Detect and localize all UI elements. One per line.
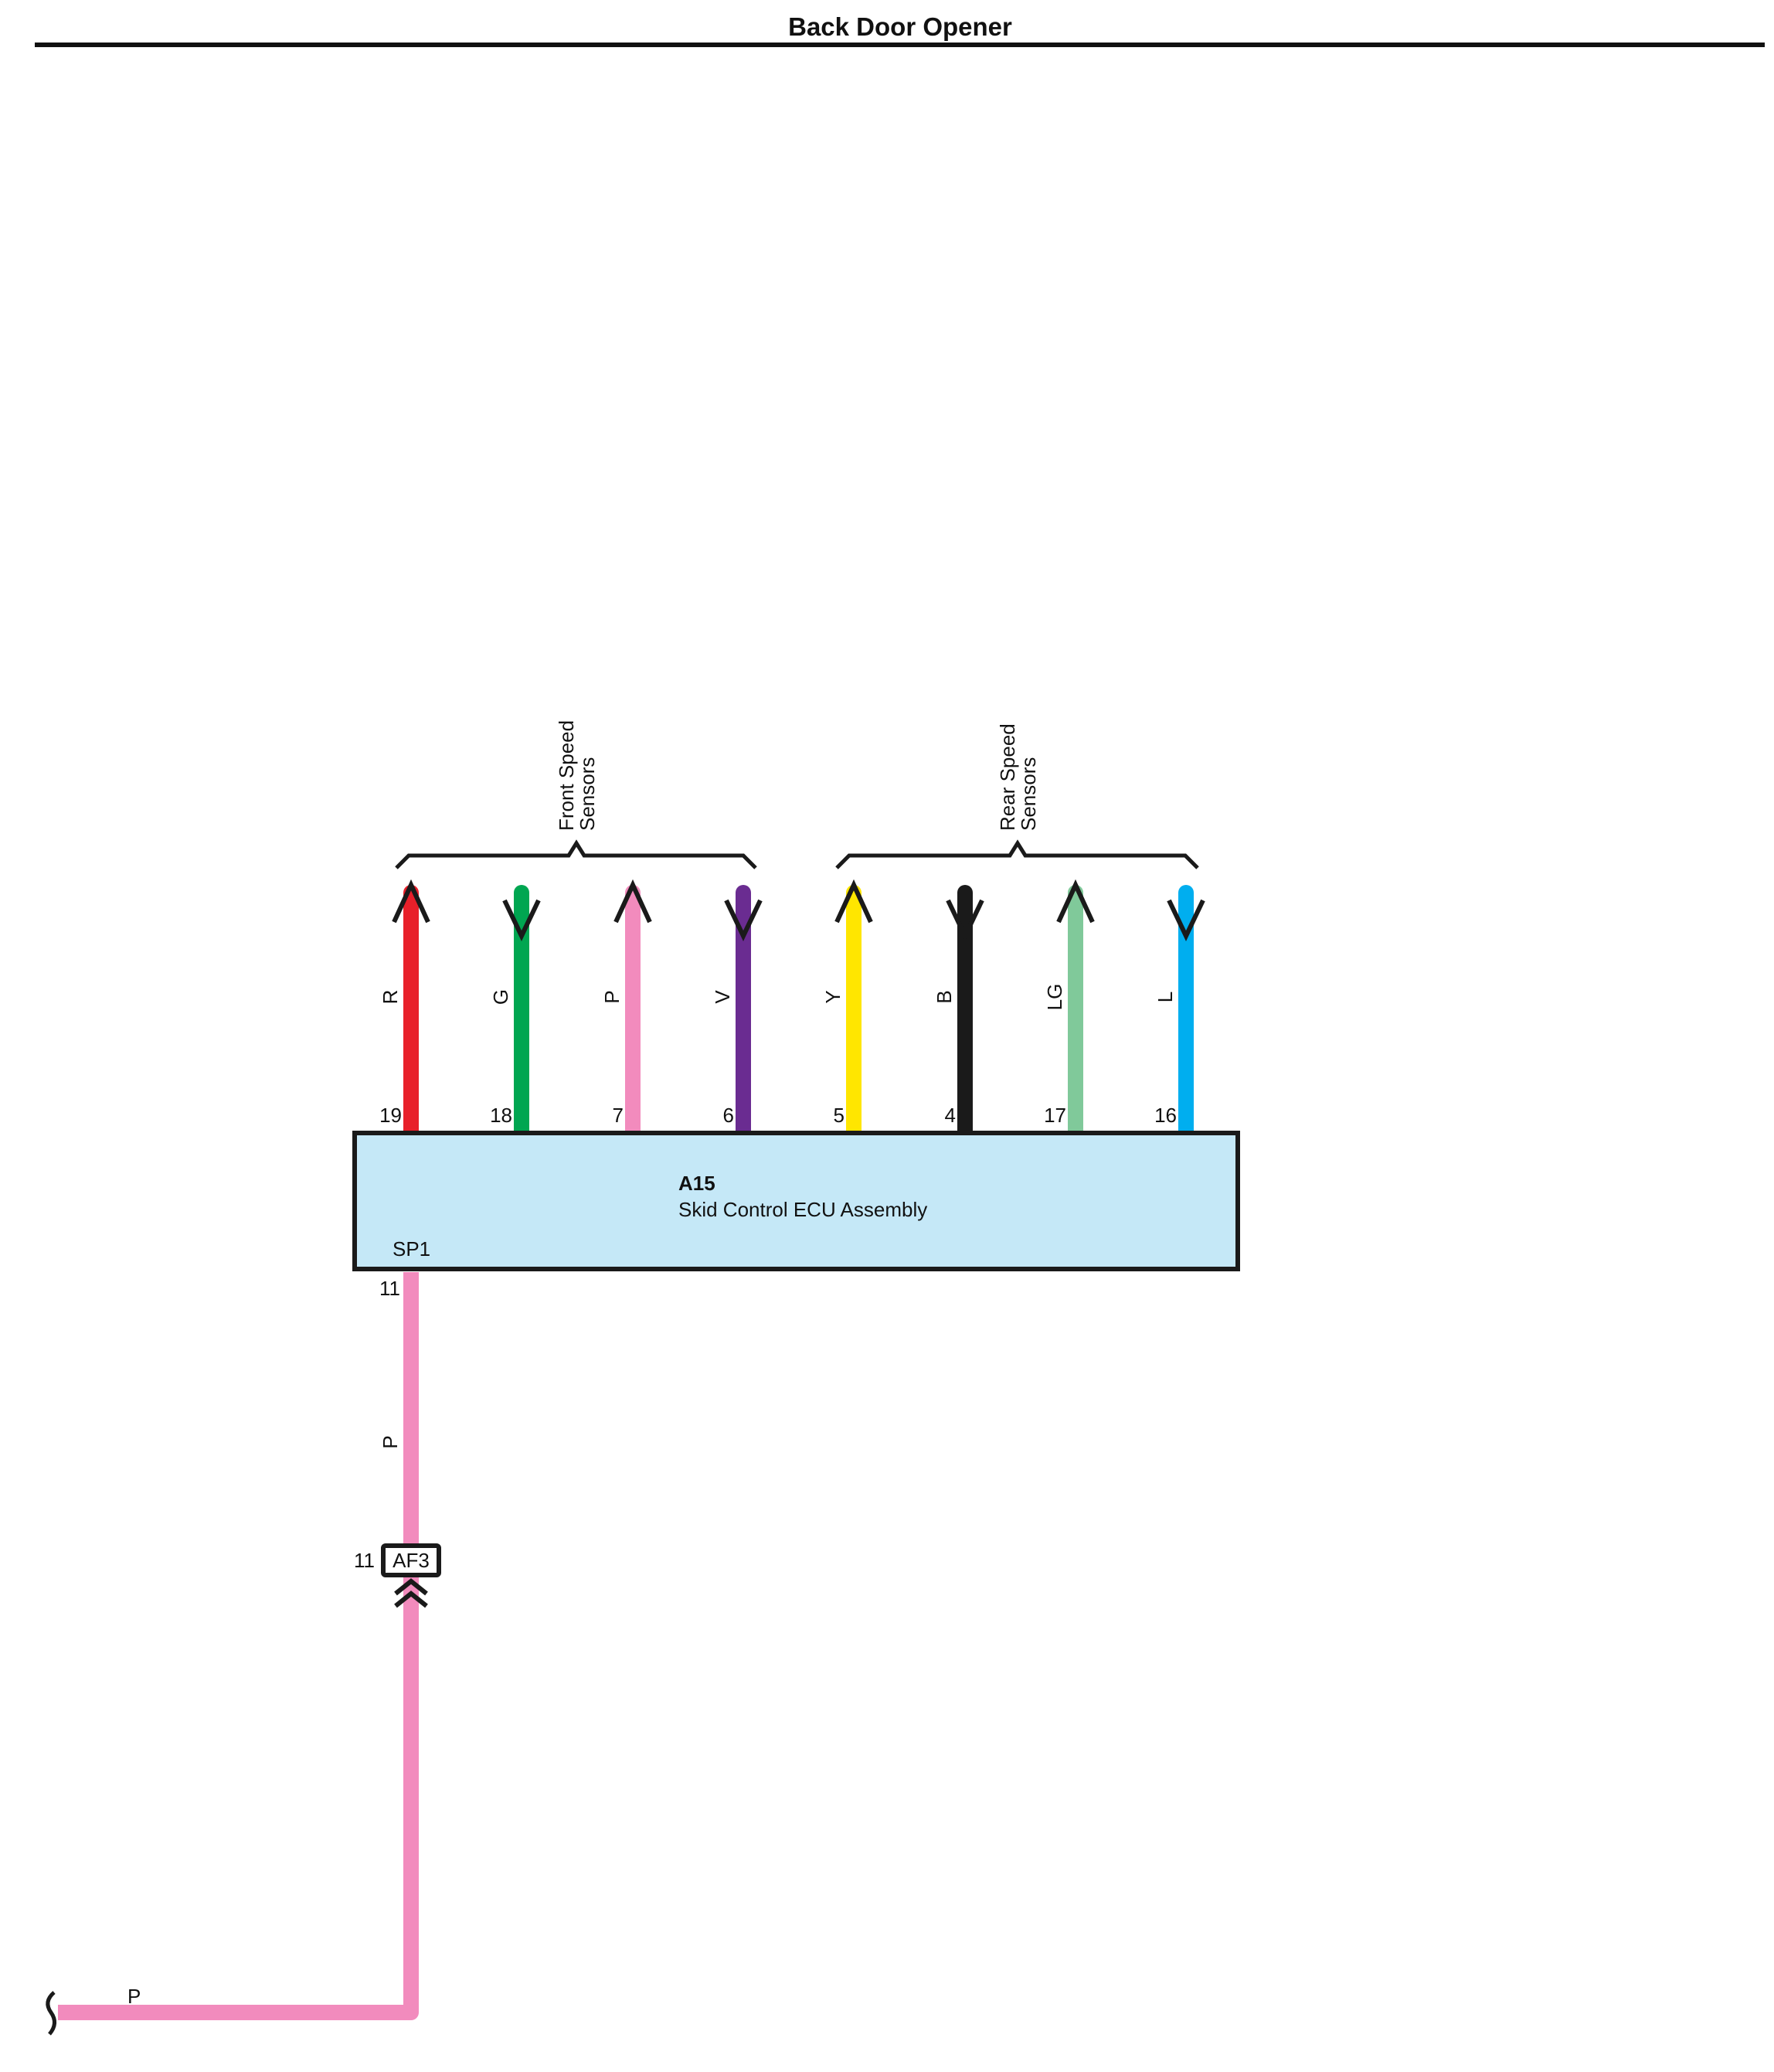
arrow-up-icon xyxy=(613,879,652,924)
wire-pin: 16 xyxy=(1154,1104,1177,1127)
connector-af3 xyxy=(381,1543,441,1577)
wire-color-code: LG xyxy=(1043,984,1066,1011)
arrow-down-icon xyxy=(502,899,541,941)
group-label: Rear SpeedSensors xyxy=(996,723,1040,831)
wire-RL–: B4RL– xyxy=(933,885,984,1162)
wire-color-code: L xyxy=(1154,992,1177,1002)
wire-color-code: G xyxy=(489,989,512,1005)
wire-FL+: R19FL+ xyxy=(379,879,430,1162)
wire-RR+: LG17RR+ xyxy=(1043,879,1096,1162)
wire-pin: 5 xyxy=(834,1104,845,1127)
connector-id: AF3 xyxy=(393,1549,430,1572)
connector-pin: 11 xyxy=(354,1549,375,1572)
arrow-down-icon xyxy=(1167,899,1205,941)
wire-RR–: L16RR– xyxy=(1154,885,1207,1162)
output-wire: P AF3 11 P xyxy=(46,1272,441,2036)
arrow-up-icon xyxy=(1056,879,1095,924)
wire-pin: 17 xyxy=(1044,1104,1066,1127)
wire-FR–: V6FR– xyxy=(711,885,763,1162)
wire-pin: 4 xyxy=(945,1104,956,1127)
ecu-pin-sp1: 11 xyxy=(379,1277,400,1300)
sensor-groups: Front SpeedSensors Rear SpeedSensors xyxy=(395,720,1199,869)
group-bracket xyxy=(835,839,1199,869)
output-wire-end-label: P xyxy=(127,1985,141,2008)
wire-RL+: Y5RL+ xyxy=(821,879,873,1162)
group-bracket xyxy=(395,839,757,869)
wire-color-code: B xyxy=(933,990,956,1003)
wire-color-code: P xyxy=(600,990,624,1003)
wire-color-code: R xyxy=(379,990,402,1005)
arrow-down-icon xyxy=(946,899,984,941)
wire-pin: 7 xyxy=(613,1104,624,1127)
wire-color-code: V xyxy=(711,990,734,1004)
page-title: Back Door Opener xyxy=(788,12,1012,41)
arrow-down-icon xyxy=(724,899,763,941)
output-wire-color-code: P xyxy=(379,1435,402,1448)
sensor-group-2: Rear SpeedSensors xyxy=(835,723,1199,869)
arrow-up-icon xyxy=(834,879,873,924)
wire-pin: 18 xyxy=(490,1104,512,1127)
output-wire-line xyxy=(58,1272,419,2020)
ecu-box xyxy=(352,1131,1240,1271)
wire-pin: 6 xyxy=(723,1104,734,1127)
group-label: Front SpeedSensors xyxy=(555,720,599,831)
wire-break-icon xyxy=(46,1991,56,2036)
sensor-group-1: Front SpeedSensors xyxy=(395,720,757,869)
wire-pin: 19 xyxy=(379,1104,402,1127)
ecu-terminal-sp1: SP1 xyxy=(393,1237,430,1261)
connector-chevron-icon xyxy=(394,1578,428,1608)
ecu-id: A15 xyxy=(678,1172,715,1195)
wire-FR+: P7FR+ xyxy=(600,879,652,1162)
wire-FL–: G18FL– xyxy=(489,885,541,1162)
wire-color-code: Y xyxy=(821,990,845,1003)
arrow-up-icon xyxy=(392,879,430,924)
sensor-wires: R19FL+G18FL–P7FR+V6FR–Y5RL+B4RL–LG17RR+L… xyxy=(379,879,1207,1162)
ecu-name: Skid Control ECU Assembly xyxy=(678,1198,927,1221)
